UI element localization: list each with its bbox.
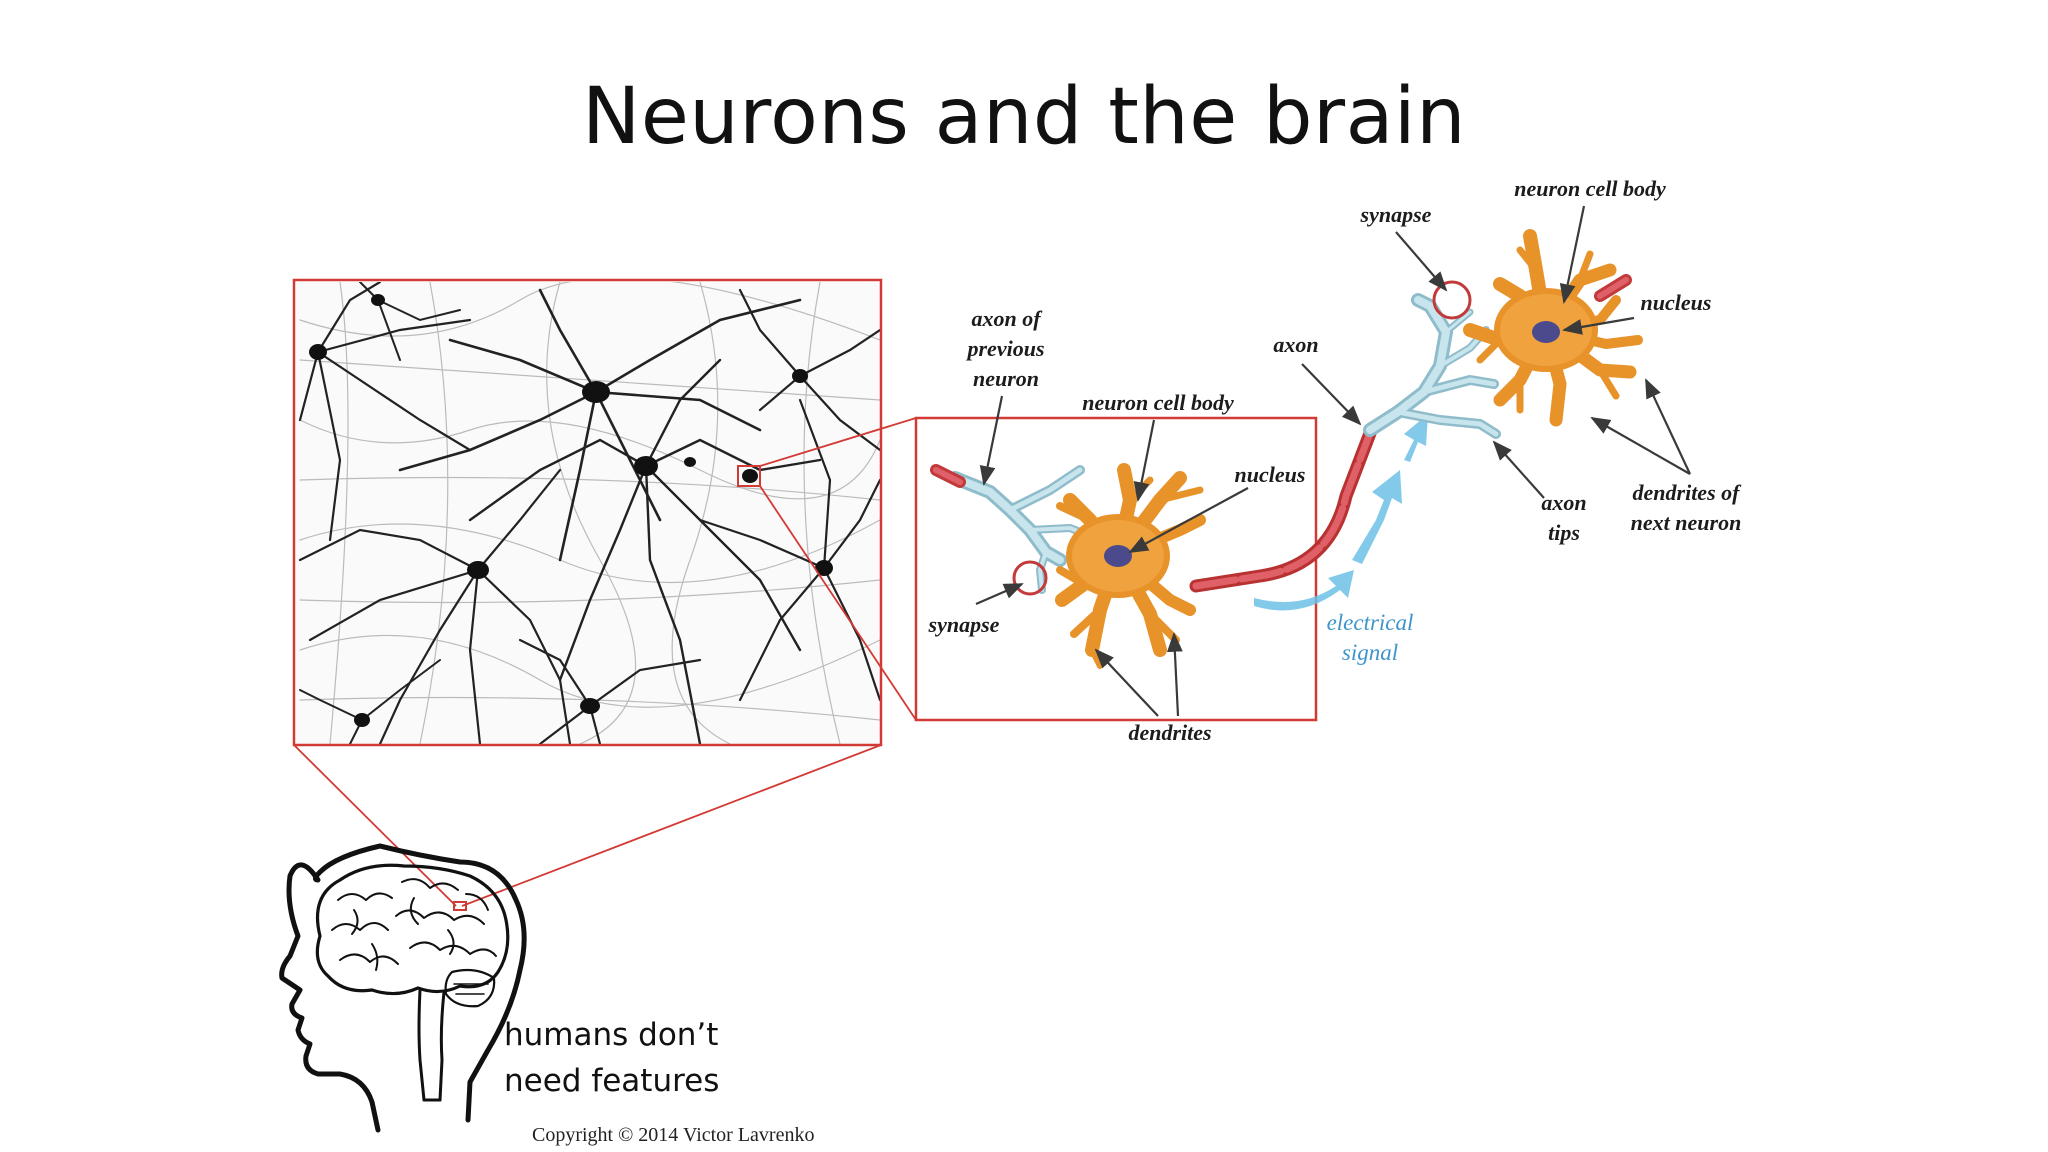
label-synapse-1: synapse xyxy=(928,612,1000,637)
label-axon-tips-1: axon xyxy=(1541,490,1586,515)
label-dendrites-next-1: dendrites of xyxy=(1633,480,1743,505)
slide-title: Neurons and the brain xyxy=(581,72,1467,162)
label-previous: previous xyxy=(966,336,1045,361)
annotation-arrows xyxy=(975,205,1691,717)
labels: axon of previous neuron neuron cell body… xyxy=(928,176,1743,745)
label-axon-tips-2: tips xyxy=(1548,520,1580,545)
electrical-signal xyxy=(1254,414,1428,611)
copyright: Copyright © 2014 Victor Lavrenko xyxy=(532,1124,815,1146)
label-axon-of: axon of xyxy=(971,306,1043,331)
neuron-1 xyxy=(930,421,1379,669)
neural-network-image xyxy=(296,282,880,744)
label-dendrites-next-2: next neuron xyxy=(1631,510,1742,535)
label-nucleus-1: nucleus xyxy=(1235,462,1306,487)
neuron-zoom-frame xyxy=(914,416,1318,722)
caption-line-1: humans don’t xyxy=(504,1017,719,1053)
network-frame xyxy=(292,278,883,747)
label-signal: signal xyxy=(1342,640,1398,665)
caption: humans don’t need features xyxy=(504,1012,719,1104)
label-electrical: electrical xyxy=(1327,610,1414,635)
label-nucleus-2: nucleus xyxy=(1641,290,1712,315)
label-neuron: neuron xyxy=(973,366,1039,391)
label-synapse-2: synapse xyxy=(1360,202,1432,227)
brain-head-icon xyxy=(279,843,527,1133)
label-axon: axon xyxy=(1273,332,1318,357)
caption-line-2: need features xyxy=(504,1063,720,1099)
network-zoom-marker xyxy=(737,465,761,487)
label-cell-body-2: neuron cell body xyxy=(1514,176,1666,201)
label-dendrites: dendrites xyxy=(1128,720,1211,745)
label-cell-body-1: neuron cell body xyxy=(1082,390,1234,415)
neuron-2 xyxy=(1363,229,1643,439)
